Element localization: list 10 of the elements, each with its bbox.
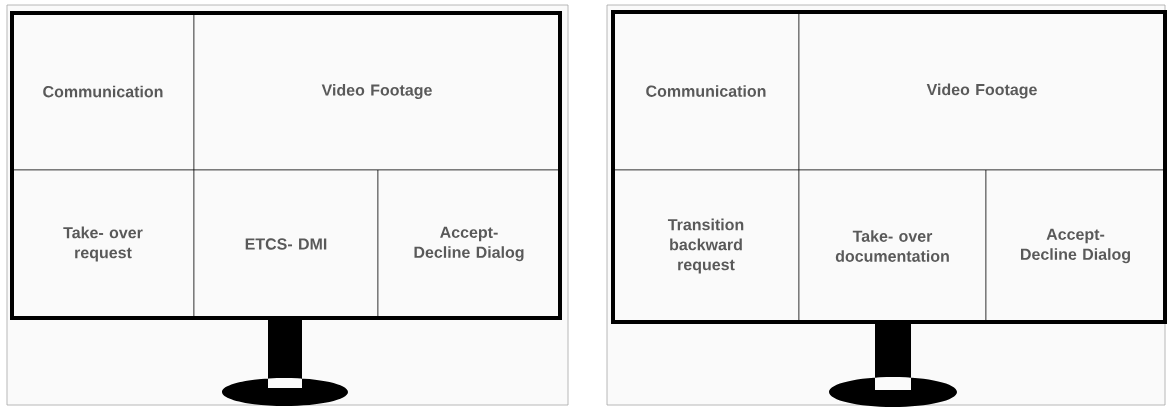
monitor-screen — [611, 10, 1167, 324]
screen-panel: Accept- Decline Dialog — [377, 169, 561, 319]
monitor-screen — [10, 11, 562, 320]
screen-panel: Communication — [612, 11, 800, 171]
screen-panel: Communication — [11, 12, 195, 171]
screen-panel: Take- over request — [11, 169, 195, 319]
screen-panel: Transition backward request — [612, 169, 800, 323]
screen-panel: Take- over documentation — [798, 169, 987, 323]
screen-panel: ETCS- DMI — [193, 169, 379, 319]
screen-panel: Accept- Decline Dialog — [985, 169, 1166, 323]
